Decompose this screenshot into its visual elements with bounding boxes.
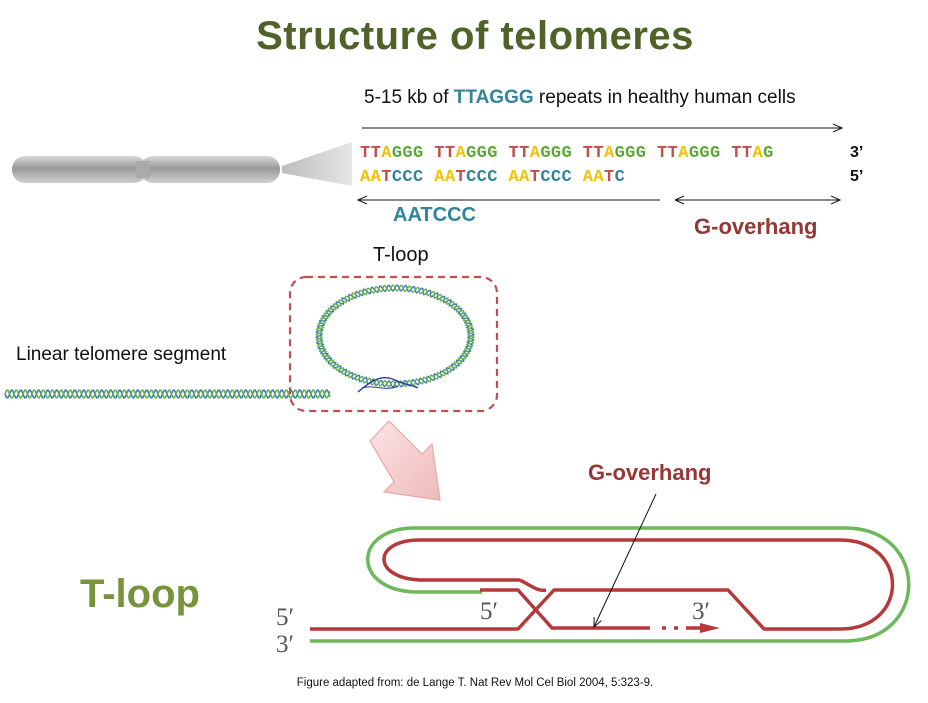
bottom-strand-sequence: AATCCC AATCCC AATCCC AATC	[360, 168, 625, 187]
page-title: Structure of telomeres	[256, 14, 694, 58]
nucleotide-segment: GGG	[540, 144, 583, 163]
nucleotide-segment: AA	[360, 168, 382, 187]
nucleotide-segment: CCC	[466, 168, 509, 187]
g-overhang-label-top: G-overhang	[694, 214, 818, 239]
three-prime-label: 3′	[276, 631, 294, 658]
nucleotide-segment: TT	[360, 144, 382, 163]
nucleotide-segment: TT	[582, 144, 604, 163]
nucleotide-segment: G	[763, 144, 774, 163]
nucleotide-segment: CCC	[391, 168, 435, 187]
nucleotide-segment: A	[678, 144, 689, 163]
nucleotide-segment: CCC	[540, 168, 583, 187]
top-strand-end-label: 3’	[850, 144, 864, 161]
nucleotide-segment: A	[603, 144, 615, 163]
nucleotide-segment: T	[455, 168, 467, 187]
subtitle-highlight: TTAGGG	[453, 87, 534, 108]
figure-caption: Figure adapted from: de Lange T. Nat Rev…	[296, 677, 654, 689]
nucleotide-segment: T	[603, 168, 615, 187]
nucleotide-segment: GGG	[466, 144, 509, 163]
t-loop-dna-helix	[314, 284, 476, 393]
zoom-wedge	[282, 142, 352, 186]
inner-three-prime-label: 3′	[692, 598, 710, 625]
nucleotide-segment: AA	[434, 168, 456, 187]
t-loop-dashed-box	[288, 275, 499, 413]
t-loop-label-small: T-loop	[373, 244, 429, 266]
nucleotide-segment: T	[529, 168, 541, 187]
nucleotide-segment: GGG	[688, 144, 732, 163]
linear-segment-label: Linear telomere segment	[16, 344, 227, 365]
aatccc-label: AATCCC	[393, 204, 476, 226]
nucleotide-segment: GGG	[391, 144, 435, 163]
five-prime-label: 5′	[276, 604, 294, 631]
inner-five-prime-label: 5′	[480, 598, 498, 625]
bottom-strand-end-label: 5’	[850, 168, 864, 185]
nucleotide-segment: TT	[657, 144, 679, 163]
nucleotide-segment: A	[529, 144, 541, 163]
g-overhang-label-bottom: G-overhang	[588, 460, 712, 485]
subtitle: 5-15 kb of TTAGGG repeats in healthy hum…	[364, 87, 796, 109]
nucleotide-segment: T	[381, 168, 392, 187]
subtitle-suffix: repeats in healthy human cells	[533, 87, 796, 108]
t-loop-heading: T-loop	[80, 572, 200, 616]
nucleotide-segment: AA	[582, 168, 604, 187]
nucleotide-segment: TT	[434, 144, 456, 163]
transition-arrow	[369, 420, 441, 501]
chromosome-icon	[12, 156, 280, 183]
linear-dna-helix	[4, 389, 331, 399]
nucleotide-segment: C	[614, 168, 626, 187]
t-loop-red-strand	[310, 538, 895, 633]
t-loop-green-strand	[310, 526, 911, 643]
subtitle-prefix: 5-15 kb of	[364, 87, 454, 108]
top-strand-sequence: TTAGGG TTAGGG TTAGGG TTAGGG TTAGGG TTAG	[360, 144, 774, 163]
nucleotide-segment: GGG	[614, 144, 657, 163]
nucleotide-segment: A	[455, 144, 467, 163]
nucleotide-segment: TT	[508, 144, 530, 163]
g-overhang-pointer-arrow	[594, 493, 657, 627]
nucleotide-segment: A	[752, 144, 764, 163]
nucleotide-segment: TT	[731, 144, 753, 163]
nucleotide-segment: AA	[508, 168, 530, 187]
nucleotide-segment: A	[381, 144, 392, 163]
